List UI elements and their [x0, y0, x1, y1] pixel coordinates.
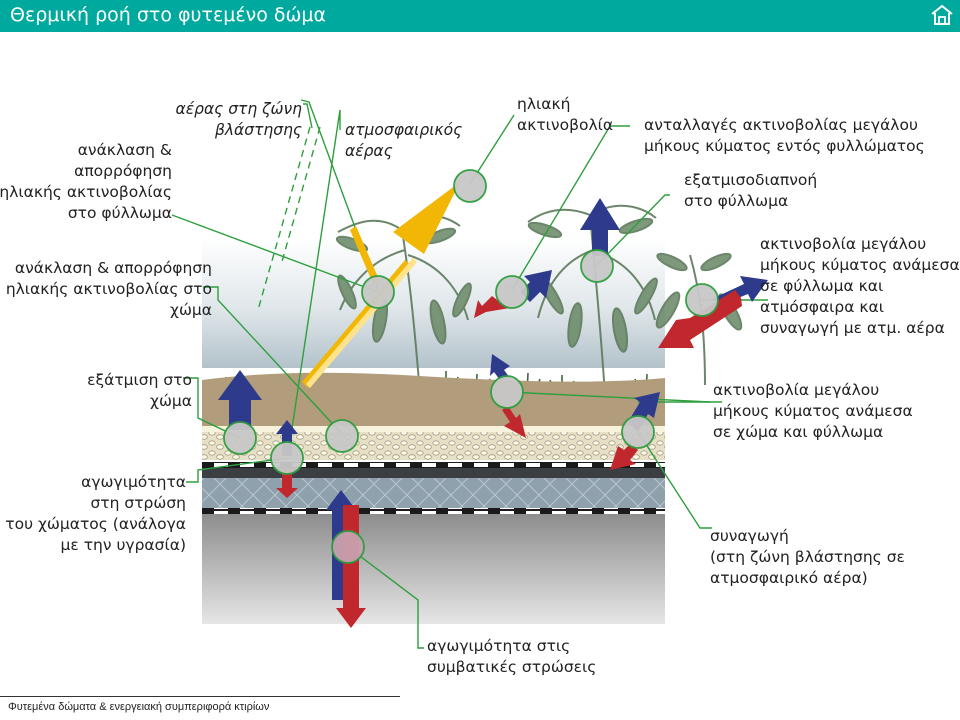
membrane-layer: [202, 462, 665, 468]
label-evaporation-soil: εξάτμιση στο χώμα: [87, 371, 192, 410]
air-dashed-line-1: [257, 126, 311, 311]
label-convection: συναγωγή (στη ζώνη βλάστησης σε ατμοσφαι…: [710, 527, 905, 587]
title-bar: Θερμική ροή στο φυτεμένο δώμα: [0, 0, 960, 32]
node-layer-cond: [331, 530, 365, 564]
insulation-layer: [202, 478, 665, 508]
node-soil-reflection: [325, 419, 359, 453]
node-convection: [621, 415, 655, 449]
label-conductivity-layers: αγωγιμότητα στις συμβατικές στρώσεις: [427, 637, 597, 676]
home-icon[interactable]: [930, 3, 954, 27]
node-solar: [453, 169, 487, 203]
evapotranspiration-up-arrow: [580, 198, 620, 256]
flow-nodes: [223, 169, 719, 564]
soil-cond-up-arrow: [276, 420, 298, 456]
page-title: Θερμική ροή στο φυτεμένο δώμα: [10, 4, 327, 26]
node-evapotranspiration: [580, 249, 614, 283]
leader-lines: [171, 99, 768, 649]
label-reflection-foliage: ανάκλαση & απορρόφηση ηλιακής ακτινοβολί…: [0, 141, 172, 222]
longwave-within-down-arrow: [474, 296, 510, 318]
filter-layer: [202, 426, 665, 432]
longwave-soil-up-arrow: [490, 354, 510, 380]
vegetation: [335, 204, 743, 396]
longwave-soil-down-arrow: [502, 406, 526, 438]
label-longwave-within-foliage: ανταλλαγές ακτινοβολίας μεγάλου μήκους κ…: [644, 116, 925, 155]
roof-slab: [202, 514, 665, 624]
label-longwave-soil-foliage: ακτινοβολία μεγάλου μήκους κύματος ανάμε…: [713, 381, 913, 441]
foliage-atm-down-arrow: [658, 290, 742, 348]
protection-layer: [202, 468, 665, 478]
label-evapotranspiration: εξατμισοδιαπνοή στο φύλλωμα: [684, 171, 818, 210]
node-foliage-reflection: [361, 275, 395, 309]
convection-down-arrow: [610, 444, 638, 470]
evap-soil-up-arrow: [218, 370, 262, 430]
soil-layer: [202, 372, 665, 428]
node-soil-cond: [270, 441, 304, 475]
node-longwave-soil: [490, 375, 524, 409]
footer-divider: [0, 696, 400, 697]
node-evap-soil: [223, 421, 257, 455]
label-air-vegetation: αέρας στη ζώνη βλάστησης: [175, 100, 302, 139]
air-bracket: [303, 103, 313, 129]
waterproofing-layer: [202, 508, 665, 514]
node-longwave-within: [495, 275, 529, 309]
node-foliage-atm: [685, 283, 719, 317]
label-conductivity-soil: αγωγιμότητα στη στρώση του χώματος (ανάλ…: [5, 473, 186, 554]
soil-cond-down-arrow: [276, 468, 298, 498]
label-longwave-foliage-atmosphere: ακτινοβολία μεγάλου μήκους κύματος ανάμε…: [760, 235, 960, 337]
label-solar-radiation: ηλιακή ακτινοβολία: [517, 95, 614, 134]
label-reflection-soil: ανάκλαση & απορρόφηση ηλιακής ακτινοβολί…: [5, 259, 212, 319]
label-atmospheric-air: ατμοσφαιρικός αέρας: [345, 121, 463, 160]
footer-text: Φυτεμένα δώματα & ενεργειακή συμπεριφορά…: [8, 701, 270, 713]
